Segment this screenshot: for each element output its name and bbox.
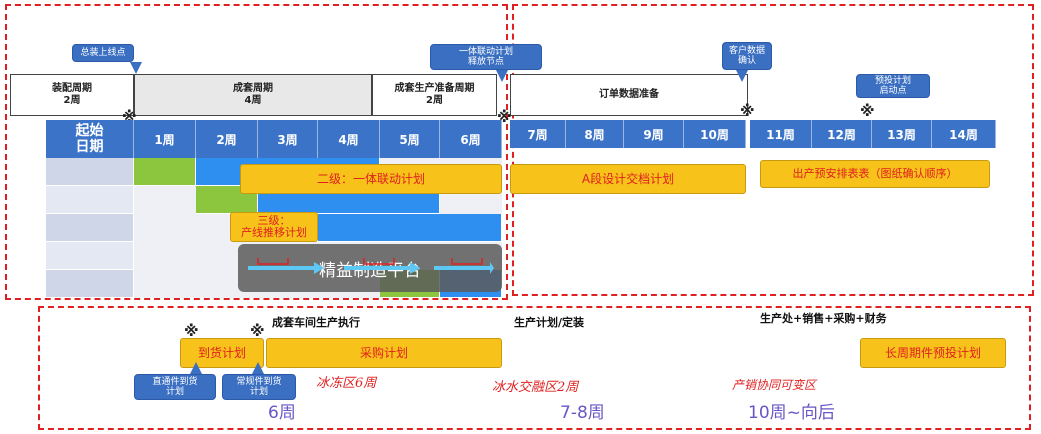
- direct-parts-callout: 直通件到货计划: [134, 374, 216, 400]
- mixed-zone-label: 冰水交融区2周: [492, 380, 579, 395]
- plan-check-label: 生产计划/定装: [514, 316, 585, 329]
- grid-cell: [46, 158, 134, 186]
- milestone-marker: ※: [184, 322, 199, 340]
- variable-zone-label: 产销协同可变区: [732, 378, 817, 392]
- customer-confirm-callout: 客户数据确认: [722, 42, 772, 70]
- long-cycle-preinvest-plan: 长周期件预投计划: [860, 338, 1006, 368]
- week-header: 13周: [872, 120, 932, 148]
- a-segment-design-plan: A段设计交档计划: [510, 164, 746, 194]
- week-header: 2周: [196, 120, 258, 158]
- grid-cell: [46, 242, 134, 270]
- week-header: 3周: [258, 120, 318, 158]
- platform-flow-arrows-icon: [248, 258, 494, 274]
- frozen-zone-frame: [5, 4, 508, 300]
- variable-zone-weeks: 10周~向后: [748, 403, 835, 423]
- week-header: 7周: [510, 120, 566, 148]
- week-header: 9周: [624, 120, 684, 148]
- production-schedule-table: 出产预安排表表（图纸确认顺序）: [760, 160, 990, 188]
- callout-pointer: [736, 70, 748, 82]
- callout-pointer: [496, 70, 508, 82]
- purchase-plan: 采购计划: [266, 338, 502, 368]
- level2-linkage-plan: 二级：一体联动计划: [240, 164, 502, 194]
- order-data-box: 订单数据准备: [510, 74, 748, 116]
- level3-line-plan: 三级：产线推移计划: [230, 212, 318, 242]
- week-header: 11周: [750, 120, 812, 148]
- mixed-zone-weeks: 7-8周: [560, 403, 605, 423]
- grid-cell: [46, 270, 134, 298]
- week-header: 1周: [134, 120, 196, 158]
- grid-cell: [46, 186, 134, 214]
- week-header: 4周: [318, 120, 380, 158]
- week-header: 8周: [566, 120, 624, 148]
- workshop-execution-label: 成套车间生产执行: [272, 316, 360, 329]
- week-header: 10周: [684, 120, 746, 148]
- preinvest-start-callout: 预投计划启动点: [856, 74, 930, 98]
- grid-cell: [46, 214, 134, 242]
- callout-pointer: [252, 362, 264, 374]
- week-header: 14周: [932, 120, 996, 148]
- departments-label: 生产处+销售+采购+财务: [760, 312, 887, 325]
- start-date-header: 起始日期: [46, 120, 134, 158]
- assembly-start-callout: 总装上线点: [72, 44, 134, 62]
- execution-zone-frame: [38, 306, 1031, 430]
- milestone-marker: ※: [860, 102, 875, 120]
- order-zone-frame: [512, 4, 1034, 296]
- week-header: 6周: [440, 120, 502, 158]
- callout-pointer: [130, 62, 142, 74]
- grid-cell-blue: [318, 214, 502, 242]
- frozen-zone-label: 冰冻区6周: [316, 376, 377, 391]
- linkage-release-callout: 一体联动计划释放节点: [430, 44, 542, 70]
- week-header: 12周: [812, 120, 872, 148]
- frozen-zone-weeks: 6周: [268, 403, 296, 423]
- milestone-marker: ※: [250, 322, 265, 340]
- grid-cell-green: [134, 158, 196, 186]
- regular-parts-callout: 常规件到货计划: [222, 374, 296, 400]
- milestone-marker: ※: [740, 102, 755, 120]
- callout-pointer: [190, 362, 202, 374]
- week-header: 5周: [380, 120, 440, 158]
